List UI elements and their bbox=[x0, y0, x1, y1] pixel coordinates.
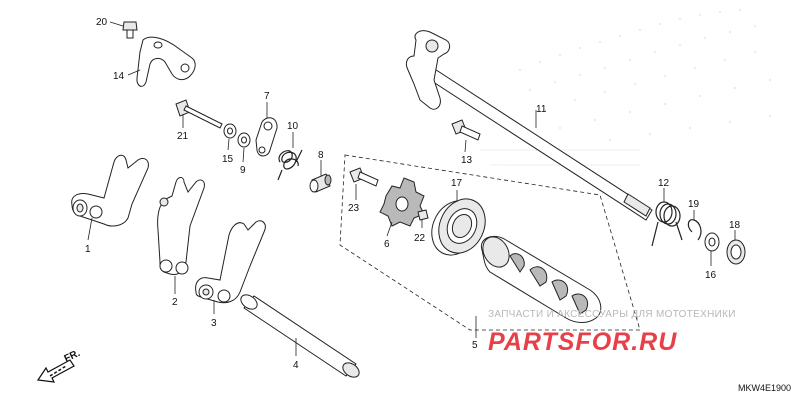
assembly-frame bbox=[339, 154, 641, 331]
part-13-bolt bbox=[451, 119, 481, 141]
callout-22: 22 bbox=[414, 233, 426, 244]
callout-17: 17 bbox=[451, 178, 463, 189]
part-3-shift-fork bbox=[195, 220, 266, 304]
callout-5: 5 bbox=[472, 340, 478, 351]
callout-10: 10 bbox=[287, 121, 299, 132]
wing-watermark bbox=[480, 8, 772, 166]
part-18-oil-seal bbox=[726, 239, 746, 265]
callout-3: 3 bbox=[211, 318, 217, 329]
callout-4: 4 bbox=[293, 360, 299, 371]
callout-16: 16 bbox=[705, 270, 717, 281]
front-direction-arrow bbox=[36, 359, 75, 383]
callout-1: 1 bbox=[85, 244, 91, 255]
part-1-shift-fork bbox=[71, 154, 149, 227]
part-12-return-spring bbox=[651, 201, 683, 247]
part-11-shift-spindle bbox=[405, 30, 653, 221]
watermark-tagline: ЗАПЧАСТИ И АКСЕССУАРЫ ДЛЯ МОТОТЕХНИКИ bbox=[488, 309, 736, 320]
part-21-bolt bbox=[175, 99, 223, 129]
callout-20: 20 bbox=[96, 17, 108, 28]
callout-19: 19 bbox=[688, 199, 700, 210]
callout-23: 23 bbox=[348, 203, 360, 214]
diagram-code: MKW4E1900 bbox=[738, 383, 791, 393]
watermark-logo: PARTSFOR.RU bbox=[488, 328, 677, 356]
callout-12: 12 bbox=[658, 178, 670, 189]
callout-8: 8 bbox=[318, 150, 324, 161]
part-14-plate bbox=[136, 36, 196, 87]
front-direction-label: FR. bbox=[63, 348, 82, 365]
part-20-bolt bbox=[122, 21, 138, 39]
callout-14: 14 bbox=[113, 71, 125, 82]
part-9-washer bbox=[237, 132, 251, 148]
part-23-bolt bbox=[349, 167, 379, 187]
callout-18: 18 bbox=[729, 220, 741, 231]
part-6-star-plate bbox=[379, 177, 425, 227]
callout-13: 13 bbox=[461, 155, 473, 166]
callout-15: 15 bbox=[222, 154, 234, 165]
part-22-pin bbox=[417, 209, 429, 221]
part-8-pin bbox=[309, 173, 332, 193]
part-17-bearing bbox=[431, 198, 486, 256]
part-19-circlip bbox=[687, 219, 702, 241]
callout-7: 7 bbox=[264, 91, 270, 102]
callout-21: 21 bbox=[177, 131, 189, 142]
part-16-washer bbox=[704, 232, 720, 252]
part-10-spring bbox=[277, 149, 303, 181]
part-15-washer bbox=[223, 123, 237, 139]
part-7-stopper-arm bbox=[255, 117, 278, 157]
callout-11: 11 bbox=[536, 104, 547, 115]
callout-6: 6 bbox=[384, 239, 390, 250]
callout-9: 9 bbox=[240, 165, 246, 176]
part-4-fork-shaft bbox=[240, 294, 360, 378]
part-2-shift-fork bbox=[157, 177, 205, 275]
callout-2: 2 bbox=[172, 297, 178, 308]
part-5-shift-drum bbox=[480, 235, 602, 323]
